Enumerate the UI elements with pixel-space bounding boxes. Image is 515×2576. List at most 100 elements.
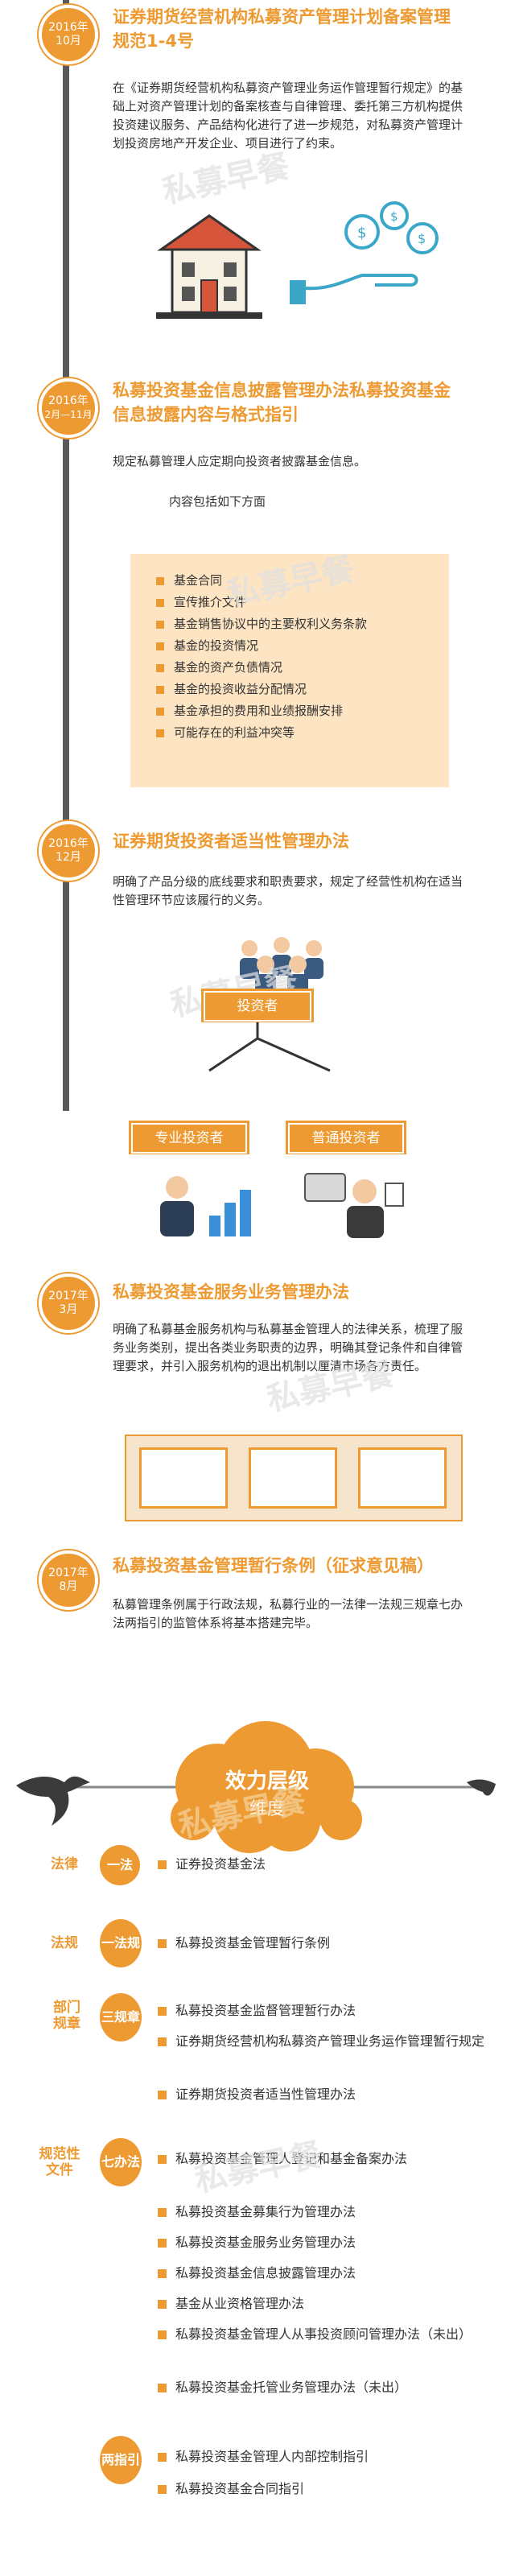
date-badge: 2016年 10月 [39, 5, 98, 64]
date-year: 2016年 [48, 837, 89, 850]
section-title: 私募投资基金信息披露管理办法私募投资基金信息披露内容与格式指引 [113, 381, 451, 424]
date-badge: 2016年 2月—11月 [39, 378, 98, 438]
law-item: 证券期货经营机构私募资产管理业务运作管理暂行规定 [158, 2032, 488, 2051]
svg-text:$: $ [390, 209, 398, 224]
investor-box: 投资者 [201, 989, 314, 1022]
list-item: 基金承担的费用和业绩报酬安排 [156, 700, 449, 722]
bird-right-icon [467, 1779, 496, 1796]
law-item: 私募投资基金托管业务管理办法（未出） [158, 2378, 488, 2397]
date-badge: 2016年 12月 [39, 821, 98, 881]
level-badge: 两指引 [100, 2436, 142, 2484]
law-item-text: 私募投资基金信息披露管理办法 [175, 2265, 356, 2281]
books-panel [125, 1435, 463, 1521]
law-item: 私募投资基金合同指引 [158, 2479, 488, 2499]
bird-left-icon [16, 1776, 90, 1826]
law-item: 私募投资基金监督管理暂行办法 [158, 2001, 488, 2021]
bullet-square [158, 2384, 167, 2392]
section-text: 在《证券期货经营机构私募资产管理业务运作管理暂行规定》的基础上对资产管理计划的备… [113, 80, 464, 151]
bullet-square [158, 2007, 167, 2016]
law-item: 私募投资基金管理人登记和基金备案办法 [158, 2149, 488, 2169]
bullet-square [158, 2269, 167, 2278]
professional-investor-label: 专业投资者 [131, 1123, 247, 1154]
bullet-square [158, 2208, 167, 2217]
cloud-shape [171, 1721, 362, 1853]
house-money-illustration: $ $ $ [156, 201, 439, 319]
list-item: 基金的资产负债情况 [156, 657, 449, 679]
date-badge: 2017年 3月 [39, 1274, 98, 1333]
law-item: 私募投资基金服务业务管理办法 [158, 2233, 488, 2252]
section-title: 私募投资基金管理暂行条例（征求意见稿） [113, 1556, 434, 1575]
law-item-text: 私募投资基金监督管理暂行办法 [175, 2003, 356, 2018]
section-text: 明确了产品分级的底线要求和职责要求，规定了经营性机构在适当性管理环节应该履行的义… [113, 874, 464, 907]
section-text: 规定私募管理人应定期向投资者披露基金信息。 [113, 454, 367, 469]
law-item-text: 私募投资基金管理人从事投资顾问管理办法（未出） [175, 2326, 472, 2342]
law-item: 证券期货投资者适当性管理办法 [158, 2085, 488, 2104]
cloud-subtitle: 维度 [249, 1799, 285, 1819]
ordinary-investor-label: 普通投资者 [288, 1123, 404, 1154]
bullet-square [158, 2453, 167, 2462]
list-item: 基金销售协议中的主要权利义务条款 [156, 613, 449, 635]
law-item-text: 私募投资基金管理暂行条例 [175, 1935, 331, 1951]
law-item: 私募投资基金管理暂行条例 [158, 1934, 488, 1953]
list-item: 基金合同 [156, 570, 449, 592]
watermark: 私募早餐 [191, 2136, 325, 2200]
level-badge: 七办法 [100, 2138, 142, 2186]
law-item-text: 私募投资基金服务业务管理办法 [175, 2235, 356, 2250]
law-item-text: 私募投资基金募集行为管理办法 [175, 2204, 356, 2219]
date-year: 2016年 [48, 394, 89, 407]
level-badge: 一法 [100, 1845, 140, 1885]
date-month: 10月 [56, 35, 81, 47]
level-label-law: 法律 [51, 1856, 78, 1872]
house-icon [156, 214, 262, 319]
law-item-text: 证券期货经营机构私募资产管理业务运作管理暂行规定 [175, 2033, 485, 2049]
svg-text:$: $ [357, 225, 366, 242]
date-year: 2017年 [48, 1290, 89, 1302]
date-month: 8月 [59, 1580, 78, 1593]
bullet-square [158, 2155, 167, 2164]
ordinary-investor-box: 普通投资者 [286, 1121, 406, 1154]
level-label-regulation: 法规 [51, 1935, 78, 1951]
bullet-square [158, 2091, 167, 2099]
bullet-square [158, 2330, 167, 2339]
ordinary-investor-icon [304, 1173, 404, 1238]
book-icon [139, 1447, 228, 1509]
book-icon [358, 1447, 447, 1509]
section-text: 明确了私募基金服务机构与私募基金管理人的法律关系，梳理了服务业务类别，提出各类业… [113, 1322, 464, 1373]
date-year: 2016年 [48, 21, 89, 34]
law-item: 私募投资基金管理人从事投资顾问管理办法（未出） [158, 2325, 488, 2344]
section-subtext: 内容包括如下方面 [169, 494, 266, 509]
book-icon [249, 1447, 337, 1509]
professional-investor-icon [160, 1176, 251, 1236]
date-badge: 2017年 8月 [39, 1550, 98, 1610]
hierarchy-header [16, 1721, 496, 1853]
bullet-square [158, 1860, 167, 1869]
level-label-normative: 规范性文件 [39, 2146, 80, 2178]
date-month: 3月 [59, 1303, 78, 1316]
section-title: 证券期货投资者适当性管理办法 [113, 832, 349, 851]
law-item: 私募投资基金信息披露管理办法 [158, 2264, 488, 2283]
law-item-text: 私募投资基金管理人内部控制指引 [175, 2449, 369, 2464]
law-item: 证券投资基金法 [158, 1855, 488, 1874]
section-text: 私募管理条例属于行政法规，私募行业的一法律一法规三规章七办法两指引的监管体系将基… [113, 1597, 464, 1630]
professional-investor-box: 专业投资者 [129, 1121, 249, 1154]
svg-text:$: $ [418, 231, 426, 246]
bullet-square [158, 2037, 167, 2046]
section-title: 证券期货经营机构私募资产管理计划备案管理规范1-4号 [113, 7, 451, 51]
law-item-text: 证券投资基金法 [175, 1856, 266, 1872]
law-item: 基金从业资格管理办法 [158, 2294, 488, 2314]
date-month: 2月—11月 [44, 409, 93, 420]
law-item-text: 基金从业资格管理办法 [175, 2296, 305, 2311]
list-item: 基金的投资情况 [156, 635, 449, 657]
section-title: 私募投资基金服务业务管理办法 [113, 1282, 349, 1302]
bullet-square [158, 2485, 167, 2494]
hand-coins-icon: $ $ $ [290, 201, 439, 304]
level-label-rules: 部门规章 [53, 2000, 80, 2032]
law-item-text: 私募投资基金管理人登记和基金备案办法 [175, 2151, 408, 2166]
list-item: 宣传推介文件 [156, 592, 449, 613]
disclosure-list: 基金合同 宣传推介文件 基金销售协议中的主要权利义务条款 基金的投资情况 基金的… [130, 554, 449, 744]
level-badge: 三规章 [100, 1993, 142, 2041]
bullet-square [158, 2239, 167, 2248]
law-item-text: 私募投资基金托管业务管理办法（未出） [175, 2380, 408, 2395]
law-item-text: 私募投资基金合同指引 [175, 2481, 305, 2496]
bullet-square [158, 1939, 167, 1948]
